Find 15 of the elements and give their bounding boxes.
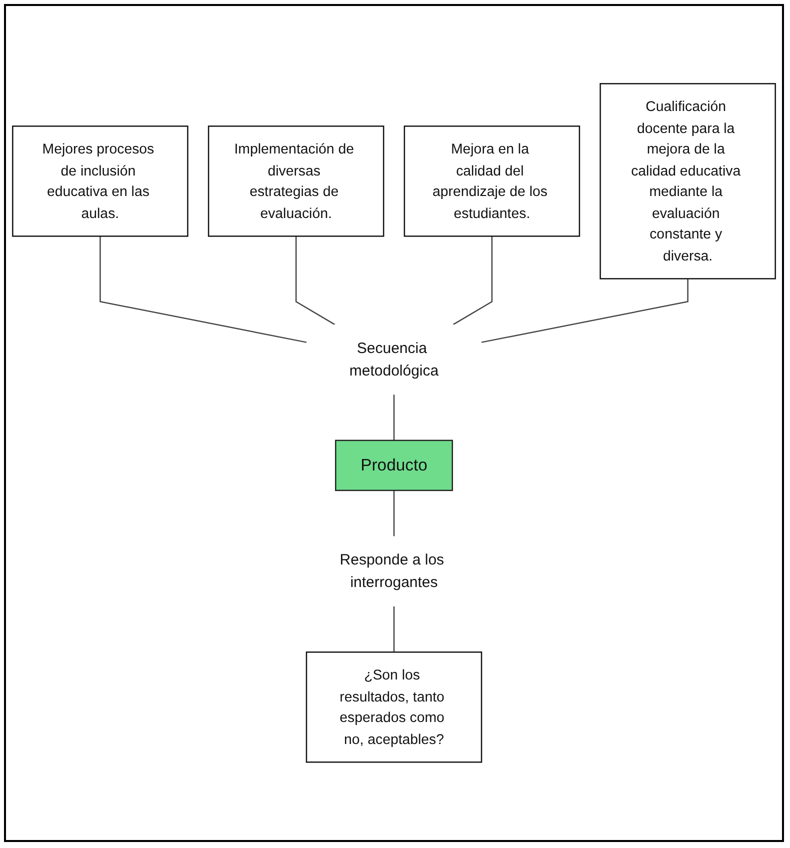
node-text: Responde a los interrogantes [340, 551, 444, 591]
node-box: Producto [335, 440, 453, 492]
connector [393, 394, 395, 440]
node-text: Secuencia metodológica [349, 340, 439, 379]
connector [100, 236, 307, 344]
connector [452, 236, 493, 326]
node-box: Mejora en la calidad del aprendizaje de los estudiantes. [404, 126, 580, 237]
node-box: ¿Son los resultados, tanto esperados como no, aceptables? [306, 652, 482, 763]
connector [393, 606, 395, 652]
connector [393, 490, 395, 536]
connector [295, 236, 336, 326]
node-box: Implementación de diversas estrategias de evaluación. [208, 126, 384, 237]
node-box: Cualificación docente para la mejora de la calidad educativa mediante la evaluación constante y diversa. [600, 83, 776, 280]
connector [481, 278, 688, 344]
node-box: Mejores procesos de inclusión educativa en las aulas. [12, 126, 188, 237]
